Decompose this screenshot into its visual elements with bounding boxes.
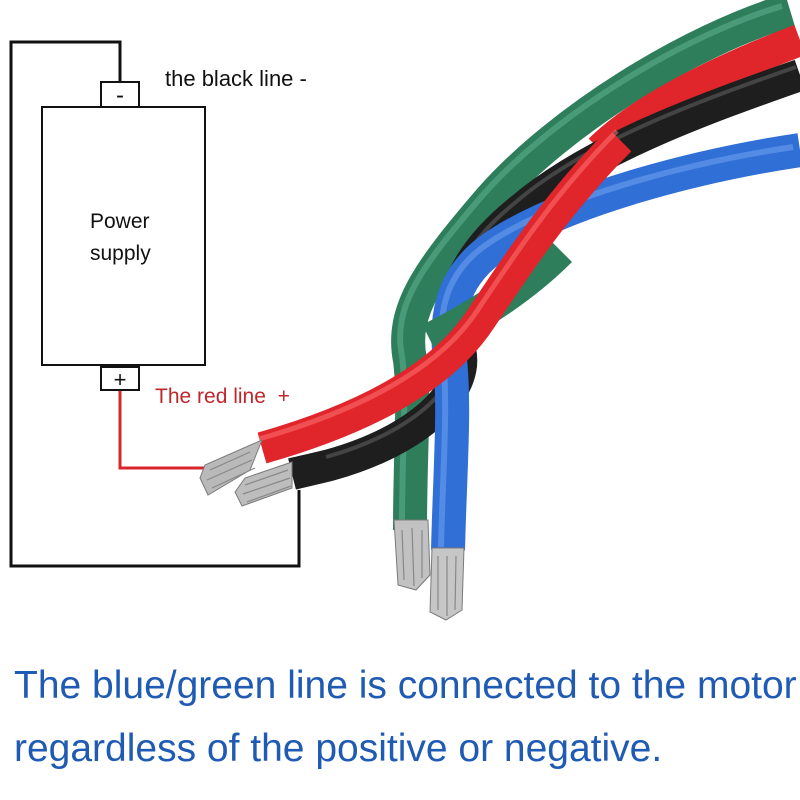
power-supply-label-line1: Power: [90, 210, 150, 233]
stripped-end-green: [393, 519, 431, 591]
stripped-end-red: [199, 439, 263, 496]
stripped-end-black: [234, 461, 293, 507]
blue-wire: [431, 133, 800, 551]
caption-line-1: The blue/green line is connected to the …: [14, 664, 797, 707]
black-circuit-line: [9, 40, 301, 568]
twisted-cable: [199, 0, 800, 621]
power-supply-label-line2: supply: [90, 242, 151, 265]
stripped-end-blue: [429, 547, 465, 621]
power-supply-body: [41, 106, 206, 366]
positive-terminal-sign: +: [114, 367, 127, 392]
negative-terminal: -: [100, 81, 140, 109]
power-supply: Power supply: [41, 106, 206, 366]
red-wire-lower: [257, 128, 632, 464]
red-circuit-line: [118, 390, 212, 470]
red-line-label: The red line +: [155, 385, 290, 408]
black-line-label: the black line -: [165, 66, 307, 91]
caption-line-2: regardless of the positive or negative.: [14, 727, 663, 770]
positive-terminal: +: [100, 366, 140, 392]
negative-terminal-sign: -: [116, 82, 124, 109]
